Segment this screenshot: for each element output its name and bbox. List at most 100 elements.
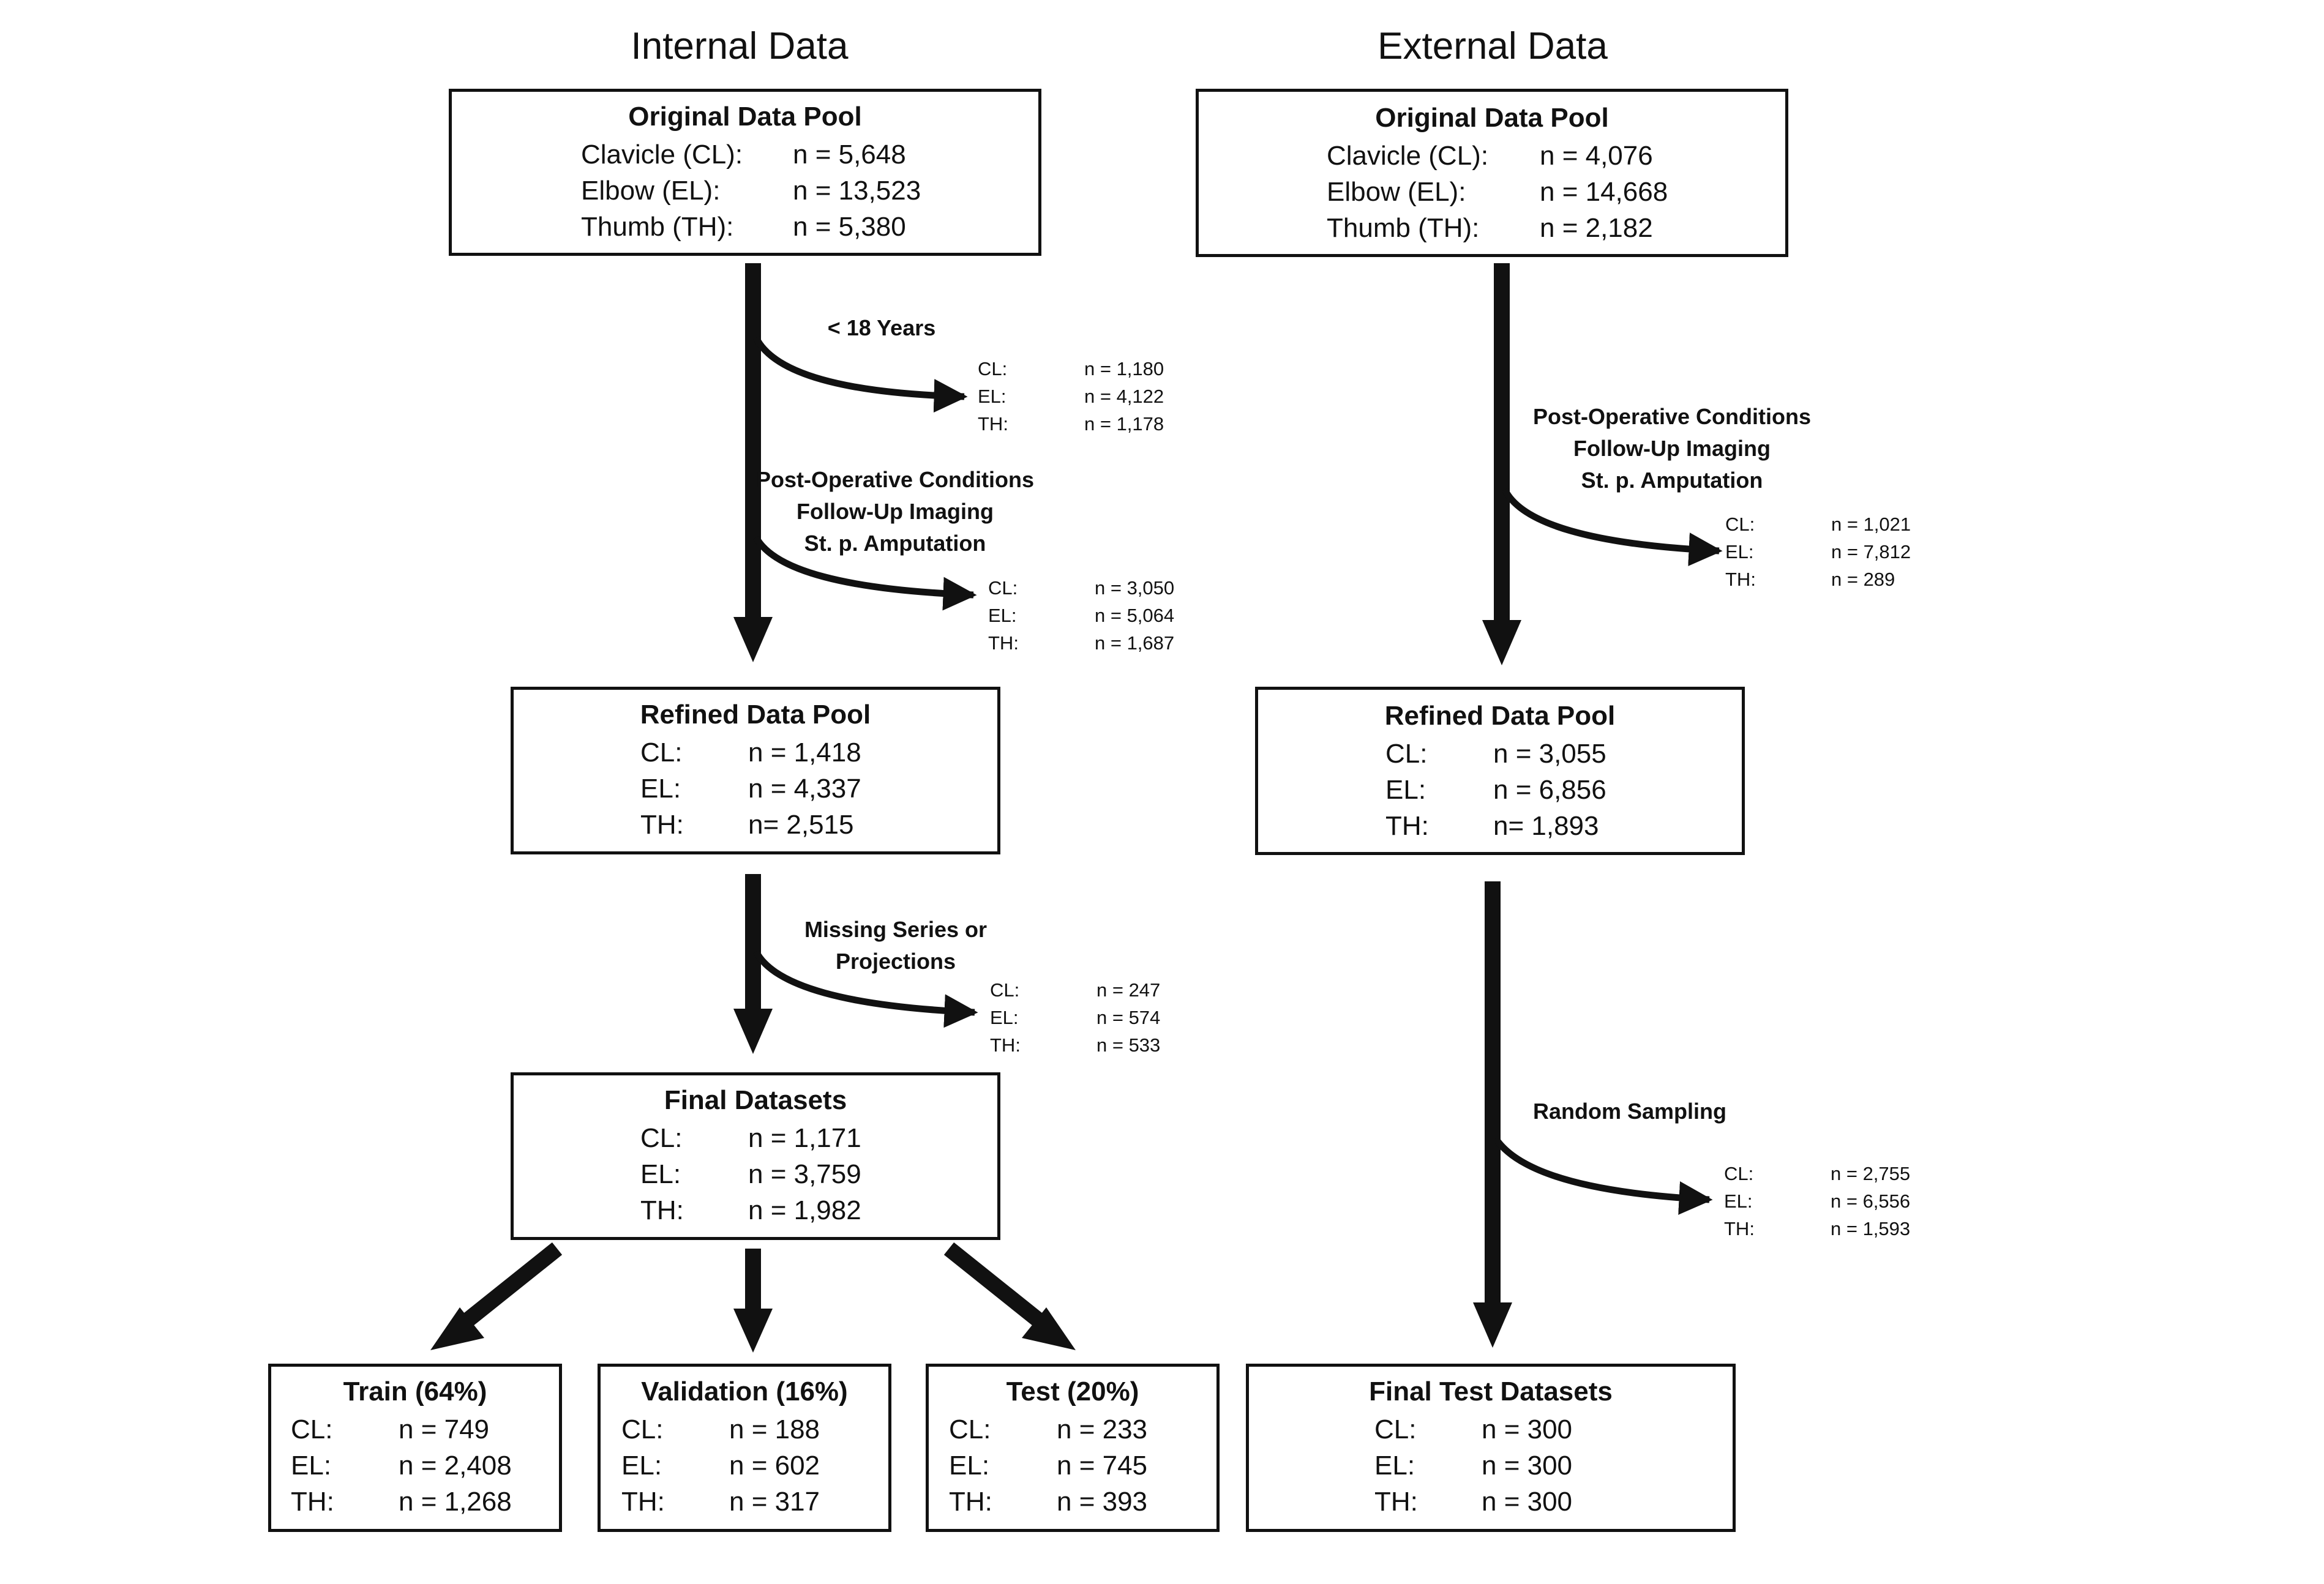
row-value: n = 13,523 [793, 176, 921, 206]
exclusion-row-label: CL: [988, 577, 1018, 599]
row-label: CL: [1385, 739, 1428, 769]
row-value: n = 1,268 [399, 1487, 512, 1517]
exclusion-row-value: n = 1,687 [1095, 632, 1175, 654]
sampling-label: Random Sampling [1532, 1099, 1727, 1124]
row-value: n= 2,515 [748, 810, 854, 840]
exclusion-row-value: n = 6,556 [1831, 1190, 1911, 1212]
row-value: n = 393 [1057, 1487, 1148, 1517]
row-value: n = 300 [1482, 1451, 1573, 1481]
row-value: n= 1,893 [1493, 811, 1599, 841]
exclusion-row-label: EL: [978, 386, 1006, 407]
row-value: n = 5,380 [793, 212, 906, 242]
exclusion-row-label: TH: [978, 413, 1008, 435]
box-title: Final Test Datasets [1369, 1377, 1613, 1407]
row-value: n = 3,759 [748, 1159, 861, 1189]
exclusion-row-value: n = 4,122 [1084, 386, 1164, 407]
main-arrowhead-internal-1 [733, 617, 773, 662]
row-value: n = 3,055 [1493, 739, 1606, 769]
row-label: TH: [640, 1195, 684, 1225]
row-label: Thumb (TH): [581, 212, 734, 242]
exclusion-row-value: n = 7,812 [1831, 541, 1911, 562]
row-label: Clavicle (CL): [1327, 141, 1489, 171]
row-value: n = 5,648 [793, 140, 906, 170]
row-label: EL: [621, 1451, 662, 1481]
box-title: Original Data Pool [1375, 103, 1609, 133]
exclusion-row-label: TH: [990, 1034, 1021, 1056]
row-label: Elbow (EL): [1327, 177, 1466, 207]
exclusion-row-value: n = 533 [1096, 1034, 1161, 1056]
row-value: n = 317 [729, 1487, 820, 1517]
internal-data-heading: Internal Data [631, 25, 849, 67]
exclusion-row-label: EL: [988, 605, 1017, 626]
row-label: EL: [1374, 1451, 1415, 1481]
exclusion-arrow-missing [753, 950, 978, 1028]
exclusion-row-value: n = 1,180 [1084, 358, 1164, 379]
row-label: TH: [1374, 1487, 1418, 1517]
exclusion-row-label: EL: [1724, 1190, 1753, 1212]
exclusion-row-value: n = 3,050 [1095, 577, 1175, 599]
external-original-pool-box: Original Data Pool Clavicle (CL): n = 4,… [1196, 89, 1788, 257]
row-label: CL: [621, 1414, 664, 1444]
row-label: CL: [640, 1123, 683, 1153]
row-value: n = 188 [729, 1414, 820, 1444]
exclusion-row-label: TH: [1724, 1218, 1755, 1239]
row-label: TH: [1385, 811, 1429, 841]
split-arrowhead-validation [733, 1309, 773, 1353]
row-label: EL: [640, 1159, 681, 1189]
box-title: Refined Data Pool [640, 700, 871, 730]
external-exclusion-label-postop: Post-Operative Conditions Follow-Up Imag… [1532, 404, 1812, 493]
row-value: n = 4,076 [1540, 141, 1653, 171]
exclusion-row-label: CL: [1724, 1163, 1754, 1184]
row-value: n = 602 [729, 1451, 820, 1481]
row-label: EL: [640, 774, 681, 804]
row-value: n = 6,856 [1493, 775, 1606, 805]
row-label: EL: [949, 1451, 990, 1481]
box-title: Train (64%) [343, 1377, 487, 1407]
box-title: Final Datasets [664, 1085, 847, 1115]
exclusion-row-value: n = 574 [1096, 1007, 1161, 1028]
exclusion-row-value: n = 247 [1096, 979, 1161, 1001]
box-title: Refined Data Pool [1384, 701, 1616, 731]
final-test-datasets-box: Final Test Datasets CL: n = 300 EL: n = … [1246, 1364, 1736, 1532]
exclusion-row-value: n = 2,755 [1831, 1163, 1911, 1184]
row-value: n = 749 [399, 1414, 490, 1444]
row-label: TH: [621, 1487, 665, 1517]
main-arrowhead-external-2 [1473, 1302, 1512, 1348]
box-title: Validation (16%) [641, 1377, 848, 1407]
split-arrowhead-train [430, 1307, 484, 1350]
exclusion-arrow-external-postop [1502, 488, 1723, 567]
exclusion-row-label: EL: [1725, 541, 1754, 562]
row-label: EL: [291, 1451, 332, 1481]
exclusion-row-value: n = 1,021 [1831, 514, 1911, 535]
row-value: n = 1,418 [748, 738, 861, 768]
row-label: CL: [291, 1414, 333, 1444]
row-value: n = 4,337 [748, 774, 861, 804]
internal-refined-pool-box: Refined Data Pool CL: n = 1,418 EL: n = … [511, 687, 1000, 854]
box-title: Original Data Pool [628, 102, 862, 132]
row-label: Clavicle (CL): [581, 140, 743, 170]
split-arrow-test [943, 1242, 1046, 1329]
row-label: CL: [1374, 1414, 1417, 1444]
row-value: n = 2,408 [399, 1451, 512, 1481]
row-label: TH: [291, 1487, 334, 1517]
exclusion-label-postop: Post-Operative Conditions Follow-Up Imag… [755, 467, 1035, 556]
exclusion-row-label: EL: [990, 1007, 1019, 1028]
row-label: Thumb (TH): [1327, 213, 1480, 243]
row-label: Elbow (EL): [581, 176, 721, 206]
row-value: n = 1,171 [748, 1123, 861, 1153]
exclusion-row-value: n = 5,064 [1095, 605, 1175, 626]
exclusion-row-label: CL: [1725, 514, 1755, 535]
exclusion-arrow-age [753, 336, 968, 413]
test-box: Test (20%) CL: n = 233 EL: n = 745 TH: n… [926, 1364, 1220, 1532]
row-value: n = 2,182 [1540, 213, 1653, 243]
exclusion-row-label: TH: [988, 632, 1019, 654]
main-arrowhead-external-1 [1482, 620, 1521, 665]
main-arrowhead-internal-2 [733, 1009, 773, 1054]
row-label: TH: [640, 810, 684, 840]
split-arrow-train [460, 1242, 563, 1329]
exclusion-row-value: n = 1,178 [1084, 413, 1164, 435]
exclusion-row-value: n = 289 [1831, 569, 1895, 590]
exclusion-row-label: CL: [978, 358, 1008, 379]
row-value: n = 745 [1057, 1451, 1148, 1481]
exclusion-label-age: < 18 Years [827, 315, 936, 340]
